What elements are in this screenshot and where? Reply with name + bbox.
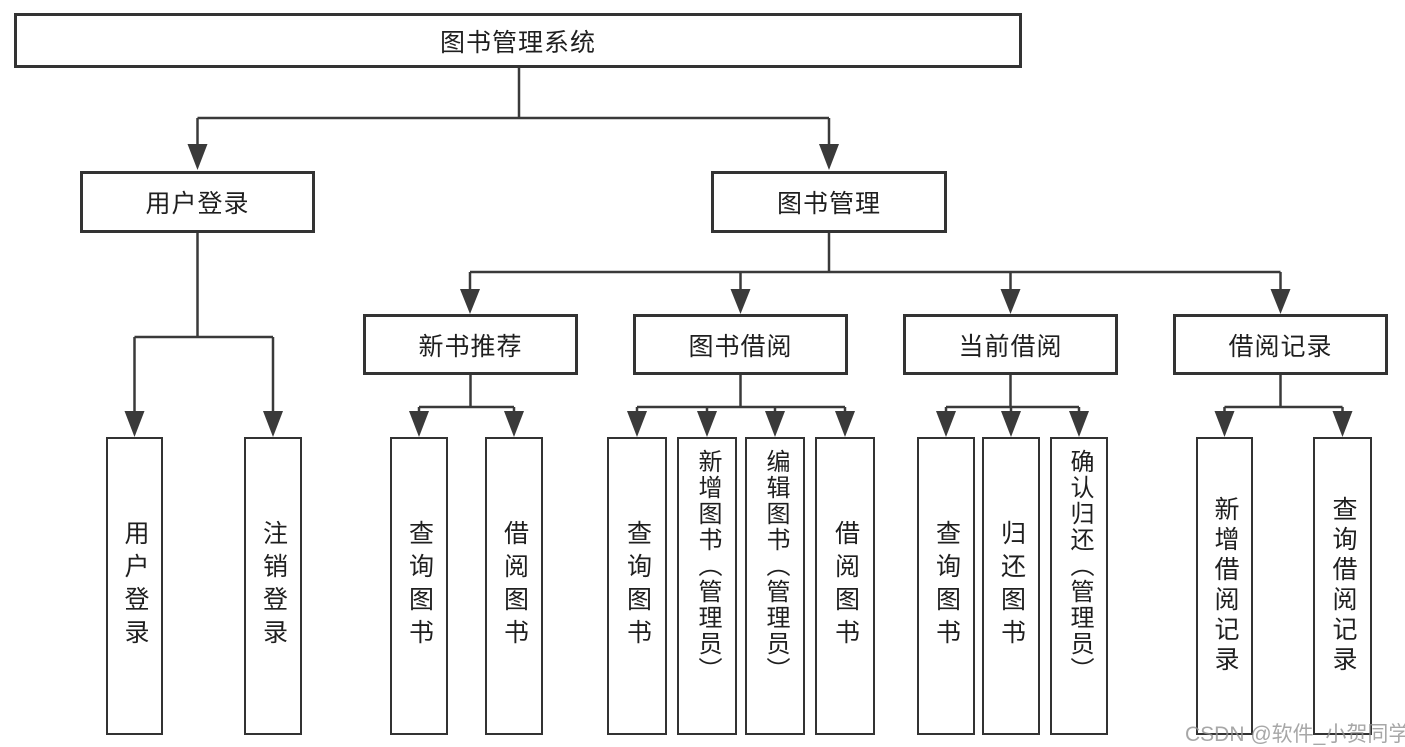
connector-user-login-children xyxy=(124,233,283,437)
connector-root-to-level2 xyxy=(187,68,839,170)
csdn-watermark: CSDN @软件_小贺同学 xyxy=(1185,723,1405,746)
leaf-confirm-return-admin: 确认归还（管理员） xyxy=(1050,437,1108,735)
leaf-add-books-admin: 新增图书（管理员） xyxy=(677,437,737,735)
node-book-borrow: 图书借阅 xyxy=(633,314,848,375)
leaf-add-borrow-record-label: 新增借阅记录 xyxy=(1211,496,1239,676)
node-borrow-records: 借阅记录 xyxy=(1173,314,1388,375)
connector-new-book-recommend-children xyxy=(409,375,524,437)
connector-book-borrow-children xyxy=(627,375,855,437)
leaf-query-borrow-record-label: 查询借阅记录 xyxy=(1329,496,1357,676)
leaf-return-books: 归还图书 xyxy=(982,437,1040,735)
leaf-confirm-return-admin-label: 确认归还（管理员） xyxy=(1066,449,1093,683)
node-current-borrow: 当前借阅 xyxy=(903,314,1118,375)
leaf-borrow-books-label: 借阅图书 xyxy=(831,520,860,652)
leaf-borrow-books: 借阅图书 xyxy=(815,437,875,735)
leaf-logout: 注销登录 xyxy=(244,437,302,735)
leaf-return-books-label: 归还图书 xyxy=(997,520,1026,652)
connector-book-management-children xyxy=(460,233,1291,314)
leaf-query-books-recommend: 查询图书 xyxy=(390,437,448,735)
connector-borrow-records-children xyxy=(1214,375,1353,437)
leaf-query-books-borrow: 查询图书 xyxy=(607,437,667,735)
node-library-management-system: 图书管理系统 xyxy=(14,13,1022,68)
leaf-query-books-recommend-label: 查询图书 xyxy=(405,520,434,652)
leaf-add-books-admin-label: 新增图书（管理员） xyxy=(694,449,721,683)
leaf-borrow-books-recommend: 借阅图书 xyxy=(485,437,543,735)
node-book-management: 图书管理 xyxy=(711,171,947,233)
leaf-user-login: 用户登录 xyxy=(106,437,163,735)
leaf-query-borrow-record: 查询借阅记录 xyxy=(1313,437,1372,735)
leaf-logout-label: 注销登录 xyxy=(259,520,288,652)
node-user-login: 用户登录 xyxy=(80,171,315,233)
leaf-user-login-label: 用户登录 xyxy=(121,520,149,652)
leaf-edit-books-admin-label: 编辑图书（管理员） xyxy=(762,449,789,683)
leaf-query-books-borrow-label: 查询图书 xyxy=(623,520,652,652)
leaf-query-books-current-label: 查询图书 xyxy=(932,520,961,652)
leaf-borrow-books-recommend-label: 借阅图书 xyxy=(500,520,529,652)
leaf-query-books-current: 查询图书 xyxy=(917,437,975,735)
connector-current-borrow-children xyxy=(936,375,1089,437)
node-new-book-recommend: 新书推荐 xyxy=(363,314,578,375)
leaf-add-borrow-record: 新增借阅记录 xyxy=(1196,437,1253,735)
leaf-edit-books-admin: 编辑图书（管理员） xyxy=(745,437,805,735)
